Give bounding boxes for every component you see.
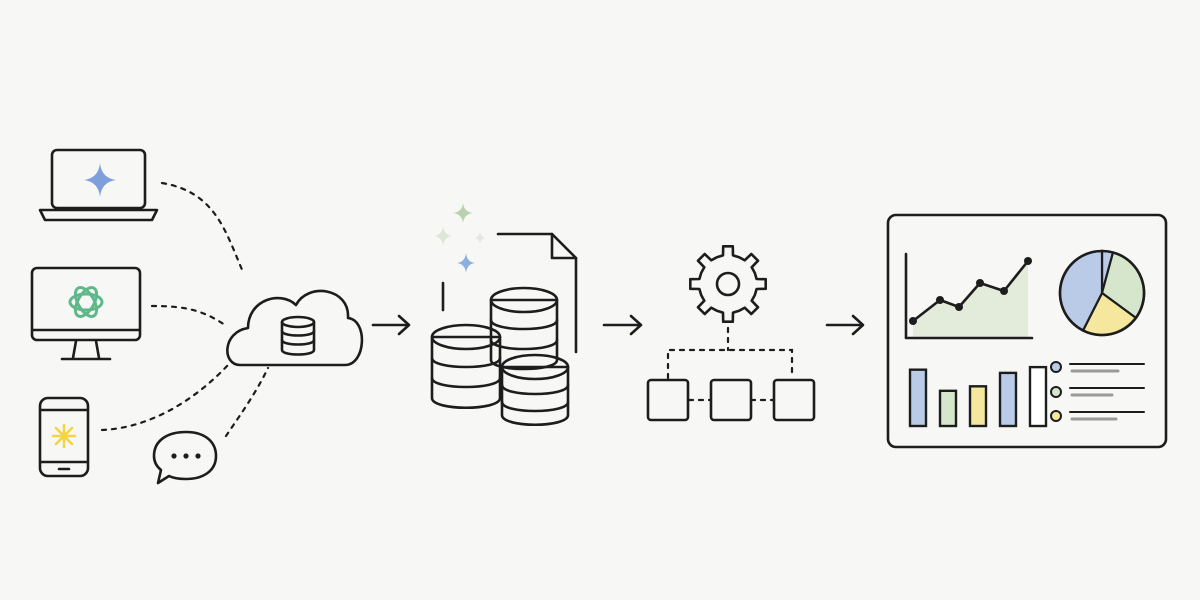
- chatgpt-logo-icon: [68, 286, 104, 318]
- process-node-green: [709, 378, 753, 422]
- bar-1: [908, 368, 928, 428]
- process-node-blue: [646, 378, 690, 422]
- line-chart-point: [1024, 257, 1032, 265]
- bar-4: [998, 371, 1018, 428]
- line-chart-point: [1000, 287, 1008, 295]
- bar-5: [1028, 365, 1048, 428]
- legend-dot-blue: [1050, 361, 1062, 373]
- arrow-1: [371, 314, 411, 336]
- connector-chat: [224, 366, 270, 438]
- dashboard-legend: [1050, 361, 1145, 422]
- dashboard-bar-chart: [908, 365, 1048, 428]
- cloud-database-icon: [226, 289, 364, 367]
- line-chart-point: [955, 303, 963, 311]
- bar-2: [938, 389, 958, 428]
- dashboard-frame: [886, 213, 1168, 449]
- document-icon: [441, 232, 578, 354]
- yellow-database: [500, 353, 570, 427]
- laptop-gemini-icon: [38, 148, 159, 222]
- arrow-2: [602, 314, 643, 336]
- connector-phone: [100, 363, 230, 432]
- blue-database: [430, 323, 502, 410]
- gemini-star-icon: [84, 163, 116, 197]
- dashboard-icon: [886, 213, 1168, 449]
- connector-laptop: [160, 181, 245, 274]
- arrow-3: [825, 314, 865, 336]
- cloud-db-cylinder: [280, 315, 316, 356]
- line-chart-point: [909, 317, 917, 325]
- process-connectors: [666, 326, 794, 402]
- legend-dot-green: [1050, 386, 1062, 398]
- sparkle-icons: [434, 203, 485, 273]
- bar-3: [968, 385, 988, 428]
- stacked-databases-icon: [430, 286, 570, 427]
- line-chart-area: [913, 261, 1028, 338]
- phone-claude-icon: [38, 396, 90, 478]
- source-connectors: [100, 181, 270, 438]
- process-node-yellow: [772, 378, 816, 422]
- process-nodes: [646, 378, 816, 422]
- claude-burst-icon: [51, 423, 77, 449]
- dashboard-line-chart: [904, 252, 1034, 340]
- connector-monitor: [150, 304, 227, 327]
- line-chart-point: [976, 279, 984, 287]
- chat-bubble-icon: [152, 430, 218, 485]
- gear-icon: [689, 245, 767, 323]
- dashboard-pie-chart: [1058, 249, 1146, 337]
- legend-dot-yellow: [1050, 410, 1062, 422]
- line-chart-point: [936, 296, 944, 304]
- monitor-chatgpt-icon: [30, 266, 142, 361]
